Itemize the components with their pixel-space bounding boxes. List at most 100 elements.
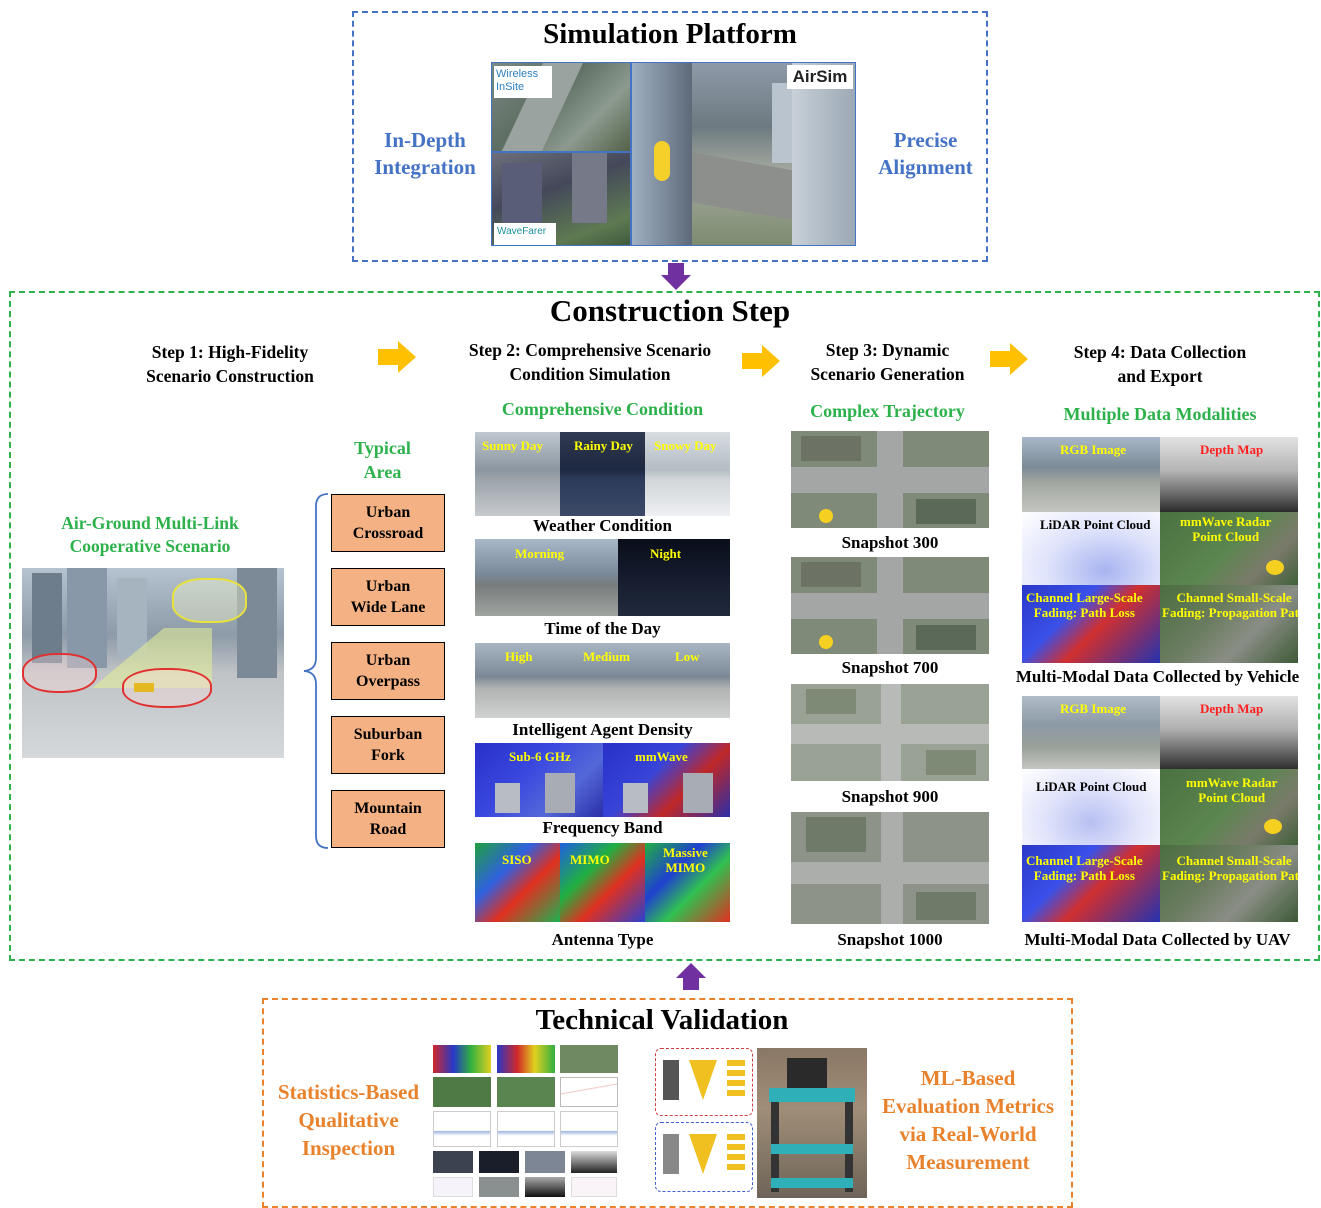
wireless-insite-logo: Wireless InSite — [494, 66, 552, 98]
in-depth-line1: In-Depth — [384, 128, 466, 152]
uav-depth-label: Depth Map — [1200, 701, 1264, 716]
area-1-line1: Urban — [365, 504, 411, 521]
uav-rgb-image: RGB Image — [1022, 696, 1160, 769]
uav-small-line2: Fading: Propagation Path — [1162, 868, 1298, 883]
uav-small-scale-label: Channel Small-Scale Fading: Propagation … — [1162, 853, 1298, 883]
antenna-massive-line2: MIMO — [665, 860, 706, 875]
step-1-line1: Step 1: High-Fidelity — [151, 342, 309, 362]
antenna-massive-mimo-image: Massive MIMO — [645, 843, 730, 922]
comprehensive-condition-header: Comprehensive Condition — [501, 399, 704, 419]
vehicle-rgb-label: RGB Image — [1060, 442, 1127, 457]
weather-sunny-image: Sunny Day — [475, 432, 560, 516]
area-1-line2: Crossroad — [352, 525, 424, 542]
band-mmwave-image: mmWave — [603, 743, 730, 817]
scenario-line1: Air-Ground Multi-Link — [61, 513, 239, 533]
step-3-line1: Step 3: Dynamic — [825, 340, 950, 360]
in-depth-line2: Integration — [374, 155, 476, 179]
typical-area-label: Typical Area — [335, 436, 430, 484]
area-5-line2: Road — [369, 821, 407, 838]
uav-small-line1: Channel Small-Scale — [1176, 853, 1292, 868]
uav-large-line1: Channel Large-Scale — [1026, 853, 1143, 868]
area-2-line2: Wide Lane — [350, 599, 426, 616]
vehicle-small-line2: Fading: Propagation Path — [1162, 605, 1298, 620]
vehicle-radar-label: mmWave Radar Point Cloud — [1180, 514, 1271, 544]
vehicle-radar-image: mmWave Radar Point Cloud — [1160, 512, 1298, 585]
vehicle-caption: Multi-Modal Data Collected by Vehicle — [1015, 667, 1300, 686]
vehicle-radar-line2: Point Cloud — [1192, 529, 1260, 544]
statistics-collage-image — [433, 1045, 619, 1198]
scenario-line2: Cooperative Scenario — [69, 536, 231, 556]
density-medium-image: Medium — [560, 643, 645, 718]
density-medium-label: Medium — [583, 649, 630, 664]
wireless-logo-line1: Wireless — [496, 68, 539, 80]
density-high-image: High — [475, 643, 560, 718]
complex-trajectory-header: Complex Trajectory — [810, 401, 965, 421]
snapshot-700-caption: Snapshot 700 — [841, 658, 939, 677]
vehicle-large-line1: Channel Large-Scale — [1026, 590, 1143, 605]
typical-line2: Area — [363, 462, 402, 482]
wavefarer-logo-text: WaveFarer — [497, 226, 547, 237]
density-high-label: High — [505, 649, 533, 664]
ml-evaluation-label: ML-Based Evaluation Metrics via Real-Wor… — [868, 1064, 1068, 1176]
uav-radar-line2: Point Cloud — [1198, 790, 1266, 805]
wavefarer-screenshot: WaveFarer — [491, 152, 631, 246]
statistics-inspection-label: Statistics-Based Qualitative Inspection — [266, 1078, 431, 1162]
weather-snowy-image: Snowy Day — [645, 432, 730, 516]
antenna-caption: Antenna Type — [551, 930, 654, 949]
wavefarer-logo: WaveFarer — [494, 223, 556, 245]
airsim-logo-text: AirSim — [792, 67, 848, 86]
area-3-line1: Urban — [365, 652, 411, 669]
snapshot-1000-caption: Snapshot 1000 — [837, 930, 943, 949]
vehicle-small-scale-image: Channel Small-Scale Fading: Propagation … — [1160, 585, 1298, 663]
area-3-line2: Overpass — [356, 673, 420, 690]
weather-snowy-label: Snowy Day — [654, 438, 717, 453]
ml-diagram-image — [651, 1046, 757, 1196]
uav-large-line2: Fading: Path Loss — [1033, 868, 1135, 883]
step-3-line2: Scenario Generation — [810, 364, 965, 384]
uav-radar-image: mmWave Radar Point Cloud — [1160, 769, 1298, 845]
precise-line1: Precise — [893, 128, 958, 152]
technical-validation-title: Technical Validation — [535, 1004, 789, 1036]
step-4-line2: and Export — [1117, 366, 1203, 386]
step-2-line1: Step 2: Comprehensive Scenario — [468, 340, 712, 360]
precise-line2: Alignment — [878, 155, 973, 179]
vehicle-small-line1: Channel Small-Scale — [1176, 590, 1292, 605]
vehicle-depth-label: Depth Map — [1200, 442, 1264, 457]
ml-line3: via Real-World — [899, 1122, 1037, 1146]
ml-line4: Measurement — [906, 1150, 1030, 1174]
step-2-heading: Step 2: Comprehensive Scenario Condition… — [440, 338, 740, 386]
airsim-screenshot: AirSim — [631, 62, 856, 246]
scenario-label: Air-Ground Multi-Link Cooperative Scenar… — [25, 512, 275, 558]
area-2-line1: Urban — [365, 578, 411, 595]
step-4-heading: Step 4: Data Collection and Export — [1040, 340, 1280, 388]
area-5-line1: Mountain — [354, 800, 422, 817]
air-ground-scenario-image — [22, 568, 284, 758]
step-3-heading: Step 3: Dynamic Scenario Generation — [785, 338, 990, 386]
time-night-label: Night — [650, 546, 682, 561]
band-mmwave-label: mmWave — [635, 749, 688, 764]
uav-depth-image: Depth Map — [1160, 696, 1298, 769]
antenna-massive-label: Massive MIMO — [663, 845, 708, 875]
ml-line1: ML-Based — [920, 1066, 1016, 1090]
step-arrow-icon — [990, 343, 1028, 375]
wireless-insite-screenshot: Wireless InSite — [491, 62, 631, 152]
construction-step-box — [9, 291, 1320, 961]
step-1-line2: Scenario Construction — [146, 366, 314, 386]
vehicle-small-scale-label: Channel Small-Scale Fading: Propagation … — [1162, 590, 1298, 620]
band-caption: Frequency Band — [542, 818, 663, 837]
uav-radar-line1: mmWave Radar — [1186, 775, 1278, 790]
statistics-line1: Statistics-Based — [277, 1080, 420, 1104]
statistics-line3: Inspection — [301, 1136, 396, 1160]
antenna-massive-line1: Massive — [663, 845, 708, 860]
vehicle-radar-line1: mmWave Radar — [1180, 514, 1272, 529]
uav-rgb-label: RGB Image — [1060, 701, 1127, 716]
uav-small-scale-image: Channel Small-Scale Fading: Propagation … — [1160, 845, 1298, 922]
vehicle-large-scale-label: Channel Large-Scale Fading: Path Loss — [1026, 590, 1143, 620]
step-arrow-icon — [742, 345, 780, 377]
typical-line1: Typical — [354, 438, 411, 458]
step-4-line1: Step 4: Data Collection — [1073, 342, 1247, 362]
